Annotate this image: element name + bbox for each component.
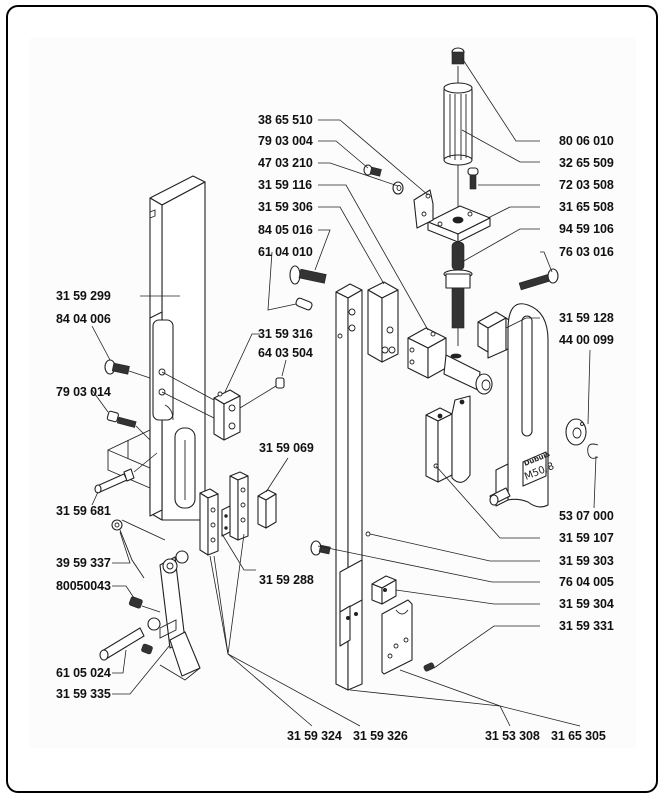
washer-44-00-099 [565,418,587,446]
part-slotted-plate [149,311,196,517]
label-part-31-59-299: 31 59 299 [56,289,111,303]
label-part-44-00-099: 44 00 099 [559,333,614,347]
screw-80050043 [128,596,161,613]
part-plate-31-65-305 [381,599,413,675]
label-part-31-59-316: 31 59 316 [258,327,313,341]
label-part-31-59-326: 31 59 326 [353,729,408,743]
label-part-80050043: 80050043 [56,579,111,593]
pin-61-05-024 [99,627,153,661]
label-part-31-59-288: 31 59 288 [259,573,314,587]
label-part-32-65-509: 32 65 509 [559,156,614,170]
label-part-61-04-010: 61 04 010 [258,245,313,259]
label-part-31-59-303: 31 59 303 [559,554,614,568]
label-part-84-05-016: 84 05 016 [258,223,313,237]
label-part-84-04-006: 84 04 006 [56,312,111,326]
label-part-31-59-304: 31 59 304 [559,597,614,611]
part-block-31-59-316 [161,371,241,441]
spring-39-59-337 [111,519,166,579]
part-block-31-59-304 [371,575,397,605]
screw-76-04-005 [310,540,331,556]
label-part-31-53-308: 31 53 308 [485,729,540,743]
part-knurled-knob-32-65-509 [443,47,473,212]
screw-84-04-006 [104,359,151,379]
part-block-31-59-116 [407,327,447,379]
screw-79-03-014 [106,410,151,441]
label-part-31-59-107: 31 59 107 [559,531,614,545]
label-part-79-03-004: 79 03 004 [258,134,313,148]
label-part-31-65-508: 31 65 508 [559,200,614,214]
part-plate-31-53-308 [339,559,363,647]
screw-76-03-016 [518,268,559,291]
part-plate-31-65-508 [427,205,491,243]
screw-31-59-331 [423,662,435,672]
label-part-61-05-024: 61 05 024 [56,666,111,680]
label-part-31-59-116: 31 59 116 [258,178,313,192]
label-part-76-04-005: 76 04 005 [559,575,614,589]
label-part-39-59-337: 39 59 337 [56,556,111,570]
pin-61-04-010 [295,297,313,311]
nut-64-03-504 [239,377,285,409]
label-part-31-59-335: 31 59 335 [56,687,111,701]
part-shaft [443,353,493,395]
label-part-31-59-331: 31 59 331 [559,619,614,633]
label-part-31-59-306: 31 59 306 [258,200,313,214]
label-part-64-03-504: 64 03 504 [258,346,313,360]
label-part-72-03-508: 72 03 508 [559,178,614,192]
part-block-31-59-306 [367,281,399,363]
label-part-31-59-128: 31 59 128 [559,311,614,325]
label-part-47-03-210: 47 03 210 [258,156,313,170]
part-bracket-38-65-510 [413,189,434,229]
part-frame-m50-8: Dubuis M50/8 [489,303,556,508]
screw-72-03-508 [467,167,479,190]
label-part-31-65-305: 31 65 305 [551,729,606,743]
label-part-53-07-000: 53 07 000 [559,509,614,523]
label-part-31-59-324: 31 59 324 [287,729,342,743]
label-part-94-59-106: 94 59 106 [559,222,614,236]
label-part-76-03-016: 76 03 016 [559,245,614,259]
part-31-59-069 [257,489,277,529]
pin-31-59-681 [94,452,158,494]
washer-47-03-210 [392,181,404,195]
label-part-80-06-010: 80 06 010 [559,134,614,148]
label-part-31-59-069: 31 59 069 [259,441,314,455]
circlip-53-07-000 [587,443,599,459]
part-clamp-plates [199,471,249,556]
screw-94-59-106 [443,241,473,346]
label-part-31-59-681: 31 59 681 [56,504,111,518]
screw-84-05-016 [289,265,327,285]
part-bracket-31-59-128 [477,311,513,359]
label-part-38-65-510: 38 65 510 [258,113,313,127]
label-part-79-03-014: 79 03 014 [56,385,111,399]
screw-79-03-004 [363,164,382,177]
part-lever-31-59-335 [147,550,201,681]
leader-lines [91,57,597,727]
part-u-block-31-59-107 [425,395,471,483]
